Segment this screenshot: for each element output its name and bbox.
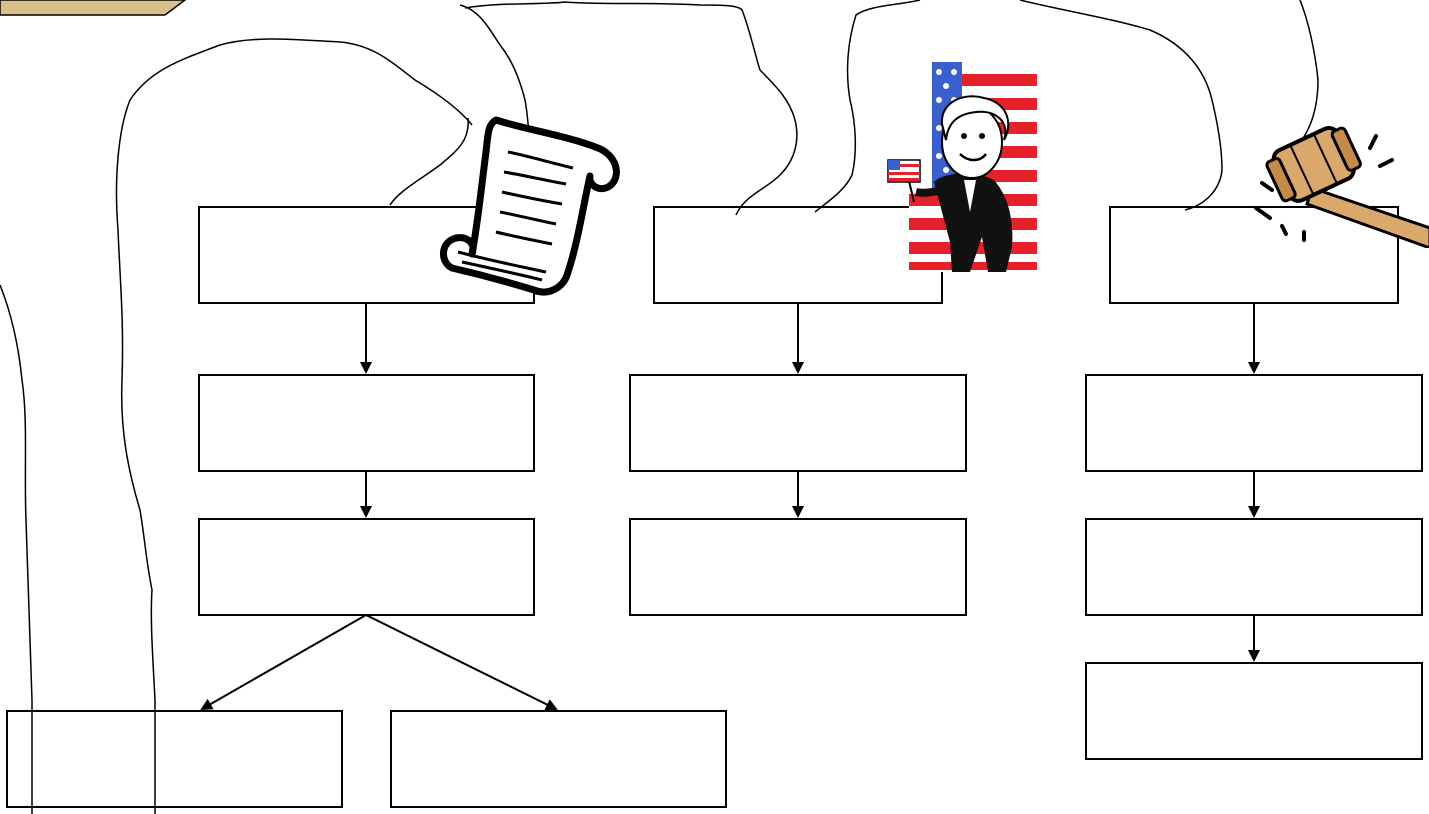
branch-outline-left [389, 117, 469, 206]
banner-corner [0, 0, 187, 16]
judicial-box-1 [1109, 206, 1399, 304]
gavel-icon [1254, 126, 1429, 248]
judicial-box-3 [1085, 518, 1423, 616]
trunk-outline-left-inner [115, 38, 473, 814]
legislative-box-3 [198, 518, 535, 616]
branch-outline-top [464, 1, 798, 216]
executive-box-3 [629, 518, 967, 616]
executive-box-2 [629, 374, 967, 472]
branch-outline-mid-right [814, 0, 921, 213]
branch-outline-right [1019, 0, 1223, 211]
judicial-box-2 [1085, 374, 1423, 472]
arrow-legislative-split-left [200, 614, 367, 710]
legislative-box-4 [6, 710, 343, 808]
arrow-legislative-split-right [365, 614, 558, 710]
trunk-outline-left-outer [0, 284, 33, 814]
judicial-box-4 [1085, 662, 1423, 760]
branch-outline-far-right [1299, 0, 1319, 141]
legislative-box-2 [198, 374, 535, 472]
scroll-icon [440, 116, 620, 296]
president-flag-icon [887, 62, 1037, 272]
branch-outline-mid-left [459, 4, 531, 141]
legislative-box-5 [390, 710, 727, 808]
